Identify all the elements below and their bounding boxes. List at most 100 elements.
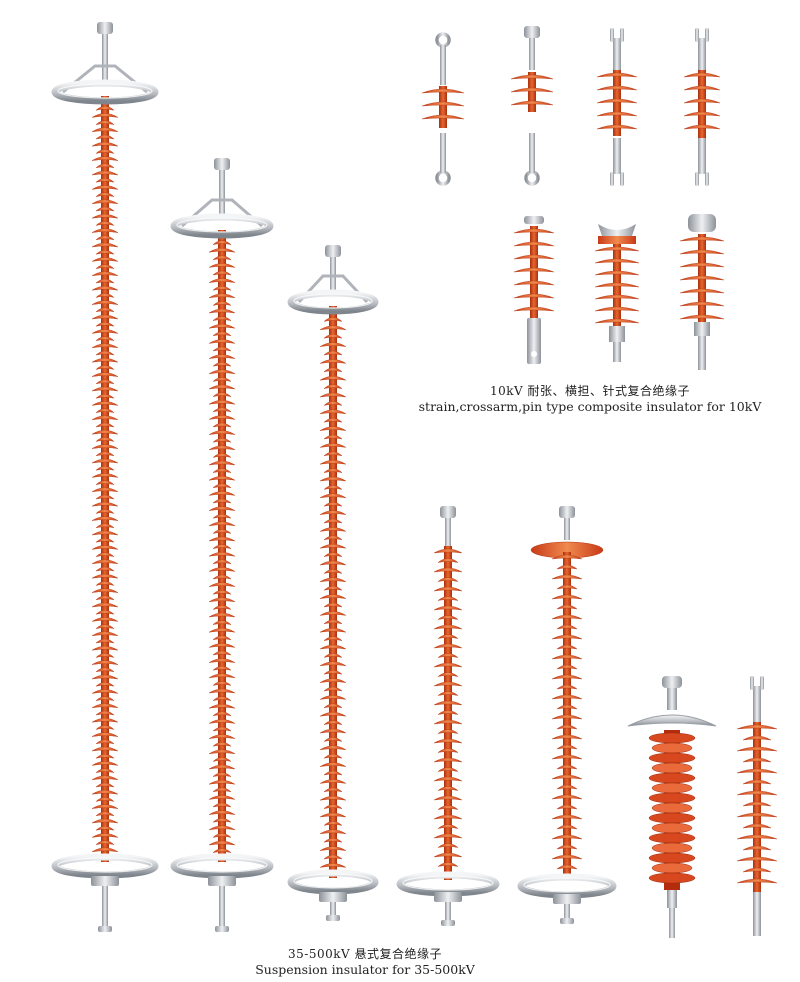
- shed: [513, 228, 555, 234]
- shed: [319, 796, 347, 801]
- shed: [212, 255, 232, 261]
- shed: [91, 646, 119, 651]
- shed: [551, 754, 583, 760]
- shed: [319, 695, 347, 700]
- shed: [95, 552, 115, 557]
- shed: [433, 795, 463, 801]
- shed: [212, 346, 232, 352]
- shed: [212, 605, 232, 610]
- shed: [95, 797, 115, 802]
- shed: [95, 610, 115, 615]
- shed: [437, 824, 459, 829]
- shed: [95, 120, 115, 125]
- shed: [208, 400, 236, 405]
- shed: [551, 674, 583, 680]
- core-rod: [698, 70, 706, 140]
- eye-fitting: [435, 32, 451, 48]
- end-fitting: [97, 22, 113, 34]
- grading-ring: [627, 714, 717, 727]
- shed: [433, 757, 463, 763]
- shed: [95, 408, 115, 413]
- shed: [208, 704, 236, 709]
- shed: [91, 242, 119, 248]
- shed: [208, 734, 236, 739]
- shed: [551, 594, 583, 600]
- shed: [679, 288, 725, 294]
- shed: [433, 548, 463, 554]
- shed: [433, 643, 463, 649]
- shed: [437, 615, 459, 620]
- shed: [319, 644, 347, 650]
- shed: [212, 787, 232, 793]
- bottom-bracket: [553, 894, 581, 904]
- shed: [736, 746, 778, 752]
- shed: [736, 856, 778, 862]
- core-rod: [528, 72, 536, 112]
- shed: [433, 814, 463, 820]
- shed: [91, 790, 119, 795]
- pin-insulator-1: [594, 224, 640, 362]
- shed: [323, 854, 343, 860]
- shed: [679, 275, 725, 281]
- shed: [551, 814, 583, 820]
- shed: [323, 518, 343, 524]
- shed: [683, 98, 721, 104]
- shed: [742, 867, 772, 873]
- shed: [212, 590, 232, 595]
- shed: [91, 199, 119, 204]
- shed: [212, 620, 232, 625]
- shed: [556, 784, 578, 790]
- shed: [91, 775, 119, 780]
- shed: [95, 178, 115, 183]
- shed: [91, 156, 119, 161]
- shed: [683, 85, 721, 91]
- shed: [95, 696, 115, 701]
- shed: [433, 624, 463, 630]
- shed: [95, 221, 115, 226]
- shed: [91, 718, 119, 723]
- eye-fitting: [524, 170, 540, 186]
- shed: [91, 847, 119, 852]
- bottom-bracket: [91, 876, 119, 886]
- shed: [91, 257, 119, 262]
- shed: [319, 426, 347, 431]
- shed: [437, 710, 459, 715]
- shed: [208, 658, 236, 663]
- shed: [208, 567, 236, 572]
- shed: [95, 293, 115, 298]
- shed: [208, 795, 236, 800]
- shed: [212, 286, 232, 291]
- shed: [91, 674, 119, 680]
- shed: [91, 516, 119, 521]
- shed: [323, 384, 343, 389]
- suspension-insulator-2: [170, 158, 274, 932]
- shed: [742, 779, 772, 785]
- shed: [433, 567, 463, 573]
- shed: [437, 767, 459, 772]
- shed: [95, 278, 115, 284]
- shed: [433, 852, 463, 858]
- shed: [323, 367, 343, 373]
- post-insulator-large: [627, 676, 717, 938]
- shed: [437, 691, 459, 696]
- shed: [212, 818, 232, 823]
- suspension-insulator-3: [287, 245, 379, 921]
- grading-ring: [170, 213, 274, 239]
- shed: [323, 754, 343, 759]
- shed: [95, 480, 115, 485]
- shed: [95, 811, 115, 817]
- shed: [513, 293, 555, 299]
- shed: [212, 438, 232, 443]
- shed: [679, 301, 725, 307]
- shed: [319, 376, 347, 381]
- shed: [91, 430, 119, 435]
- suspension-insulator-5: [517, 506, 617, 924]
- shed: [651, 762, 693, 774]
- shed: [208, 308, 236, 314]
- shed: [556, 664, 578, 670]
- end-fitting: [214, 158, 230, 170]
- shed: [212, 726, 232, 732]
- shed: [91, 444, 119, 449]
- shed: [91, 329, 119, 334]
